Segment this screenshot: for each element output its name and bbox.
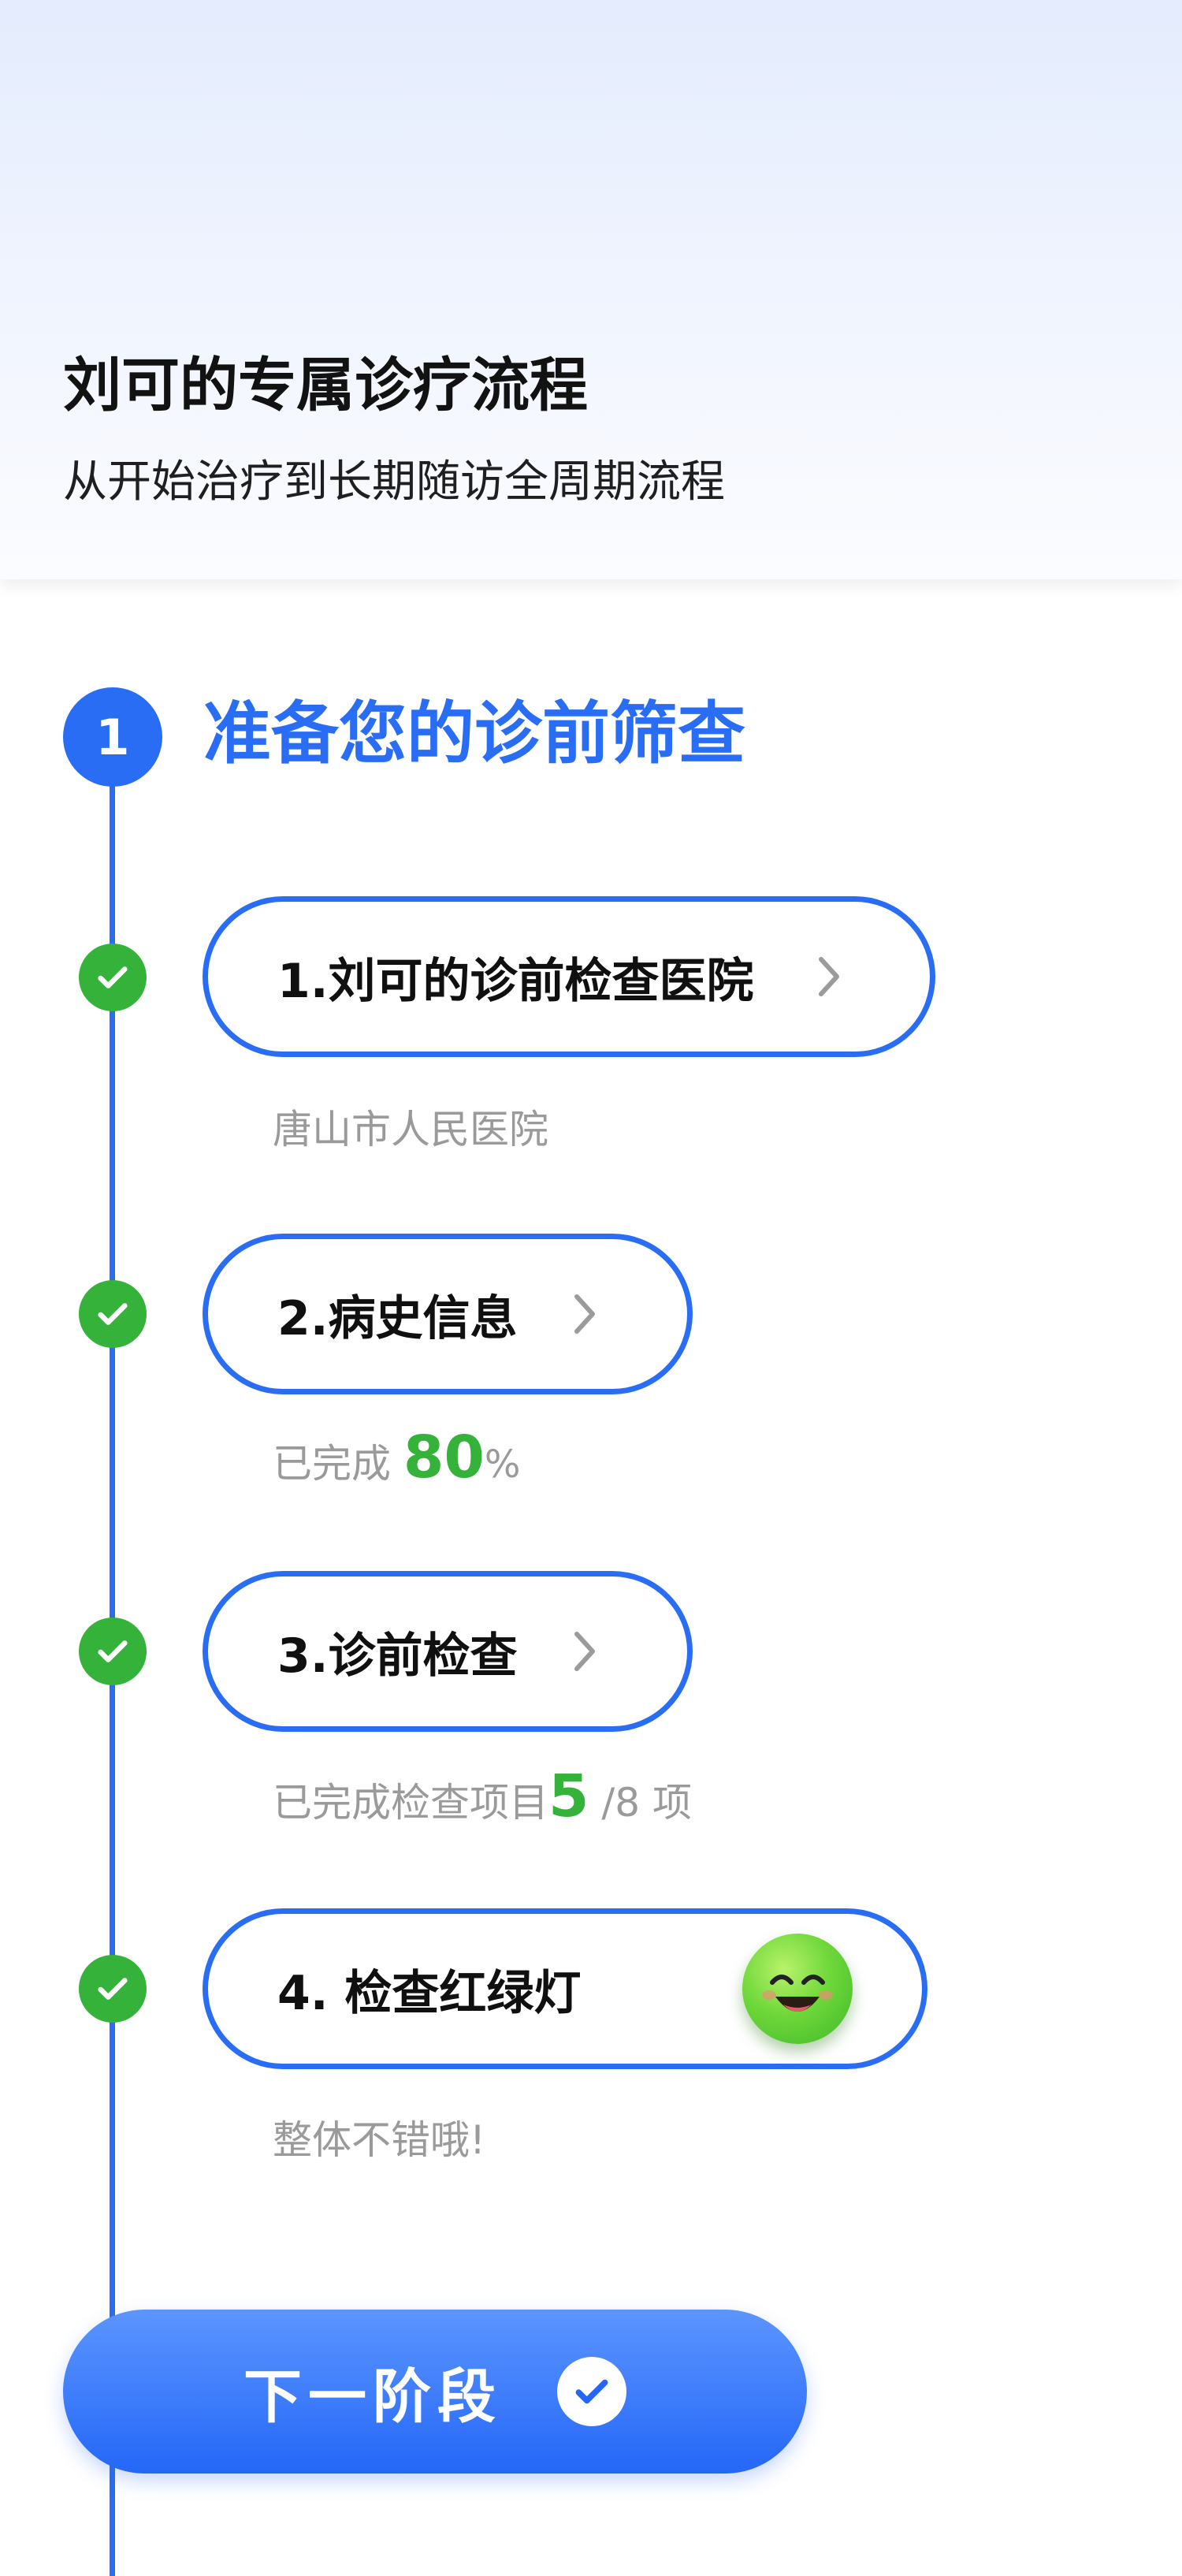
progress-prefix: 已完成 bbox=[273, 1441, 403, 1487]
check-circle-icon bbox=[557, 2357, 626, 2426]
page-subtitle: 从开始治疗到长期随访全周期流程 bbox=[63, 456, 725, 508]
next-stage-button[interactable]: 下一阶段 bbox=[63, 2310, 807, 2474]
chevron-right-icon bbox=[569, 1290, 600, 1338]
next-stage-label: 下一阶段 bbox=[243, 2362, 502, 2431]
stage-number-badge: 1 bbox=[63, 687, 162, 787]
progress-prefix: 已完成检查项目 bbox=[273, 1780, 548, 1826]
chevron-right-icon bbox=[569, 1628, 600, 1675]
header: 刘可的专属诊疗流程 从开始治疗到长期随访全周期流程 bbox=[0, 0, 1182, 579]
step-label: 1.刘可的诊前检查医院 bbox=[277, 953, 754, 1009]
progress-unit: % bbox=[484, 1442, 521, 1487]
check-icon bbox=[79, 1955, 147, 2023]
progress-value: 80 bbox=[403, 1424, 485, 1491]
progress-unit: /8 项 bbox=[589, 1780, 692, 1826]
progress-value: 5 bbox=[548, 1763, 589, 1830]
smiley-face-icon bbox=[742, 1934, 853, 2044]
step-label: 4. 检查红绿灯 bbox=[277, 1965, 582, 2021]
step-subtext: 整体不错哦! bbox=[273, 2117, 486, 2163]
stage-title: 准备您的诊前筛查 bbox=[203, 694, 745, 773]
check-icon bbox=[79, 1617, 147, 1685]
step-progress-text: 已完成检查项目5 /8 项 bbox=[273, 1767, 692, 1826]
step-label: 3.诊前检查 bbox=[277, 1628, 518, 1684]
step-label: 2.病史信息 bbox=[277, 1290, 518, 1346]
step-hospital-button[interactable]: 1.刘可的诊前检查医院 bbox=[203, 896, 935, 1057]
step-pre-exam-button[interactable]: 3.诊前检查 bbox=[203, 1571, 693, 1732]
step-traffic-light-button[interactable]: 4. 检查红绿灯 bbox=[203, 1908, 927, 2069]
chevron-right-icon bbox=[813, 953, 845, 1000]
page-title: 刘可的专属诊疗流程 bbox=[63, 352, 588, 419]
step-medical-history-button[interactable]: 2.病史信息 bbox=[203, 1234, 693, 1394]
step-progress-text: 已完成 80% bbox=[273, 1428, 521, 1487]
check-icon bbox=[79, 1280, 147, 1348]
check-icon bbox=[79, 944, 147, 1011]
step-subtext: 唐山市人民医院 bbox=[273, 1107, 548, 1152]
